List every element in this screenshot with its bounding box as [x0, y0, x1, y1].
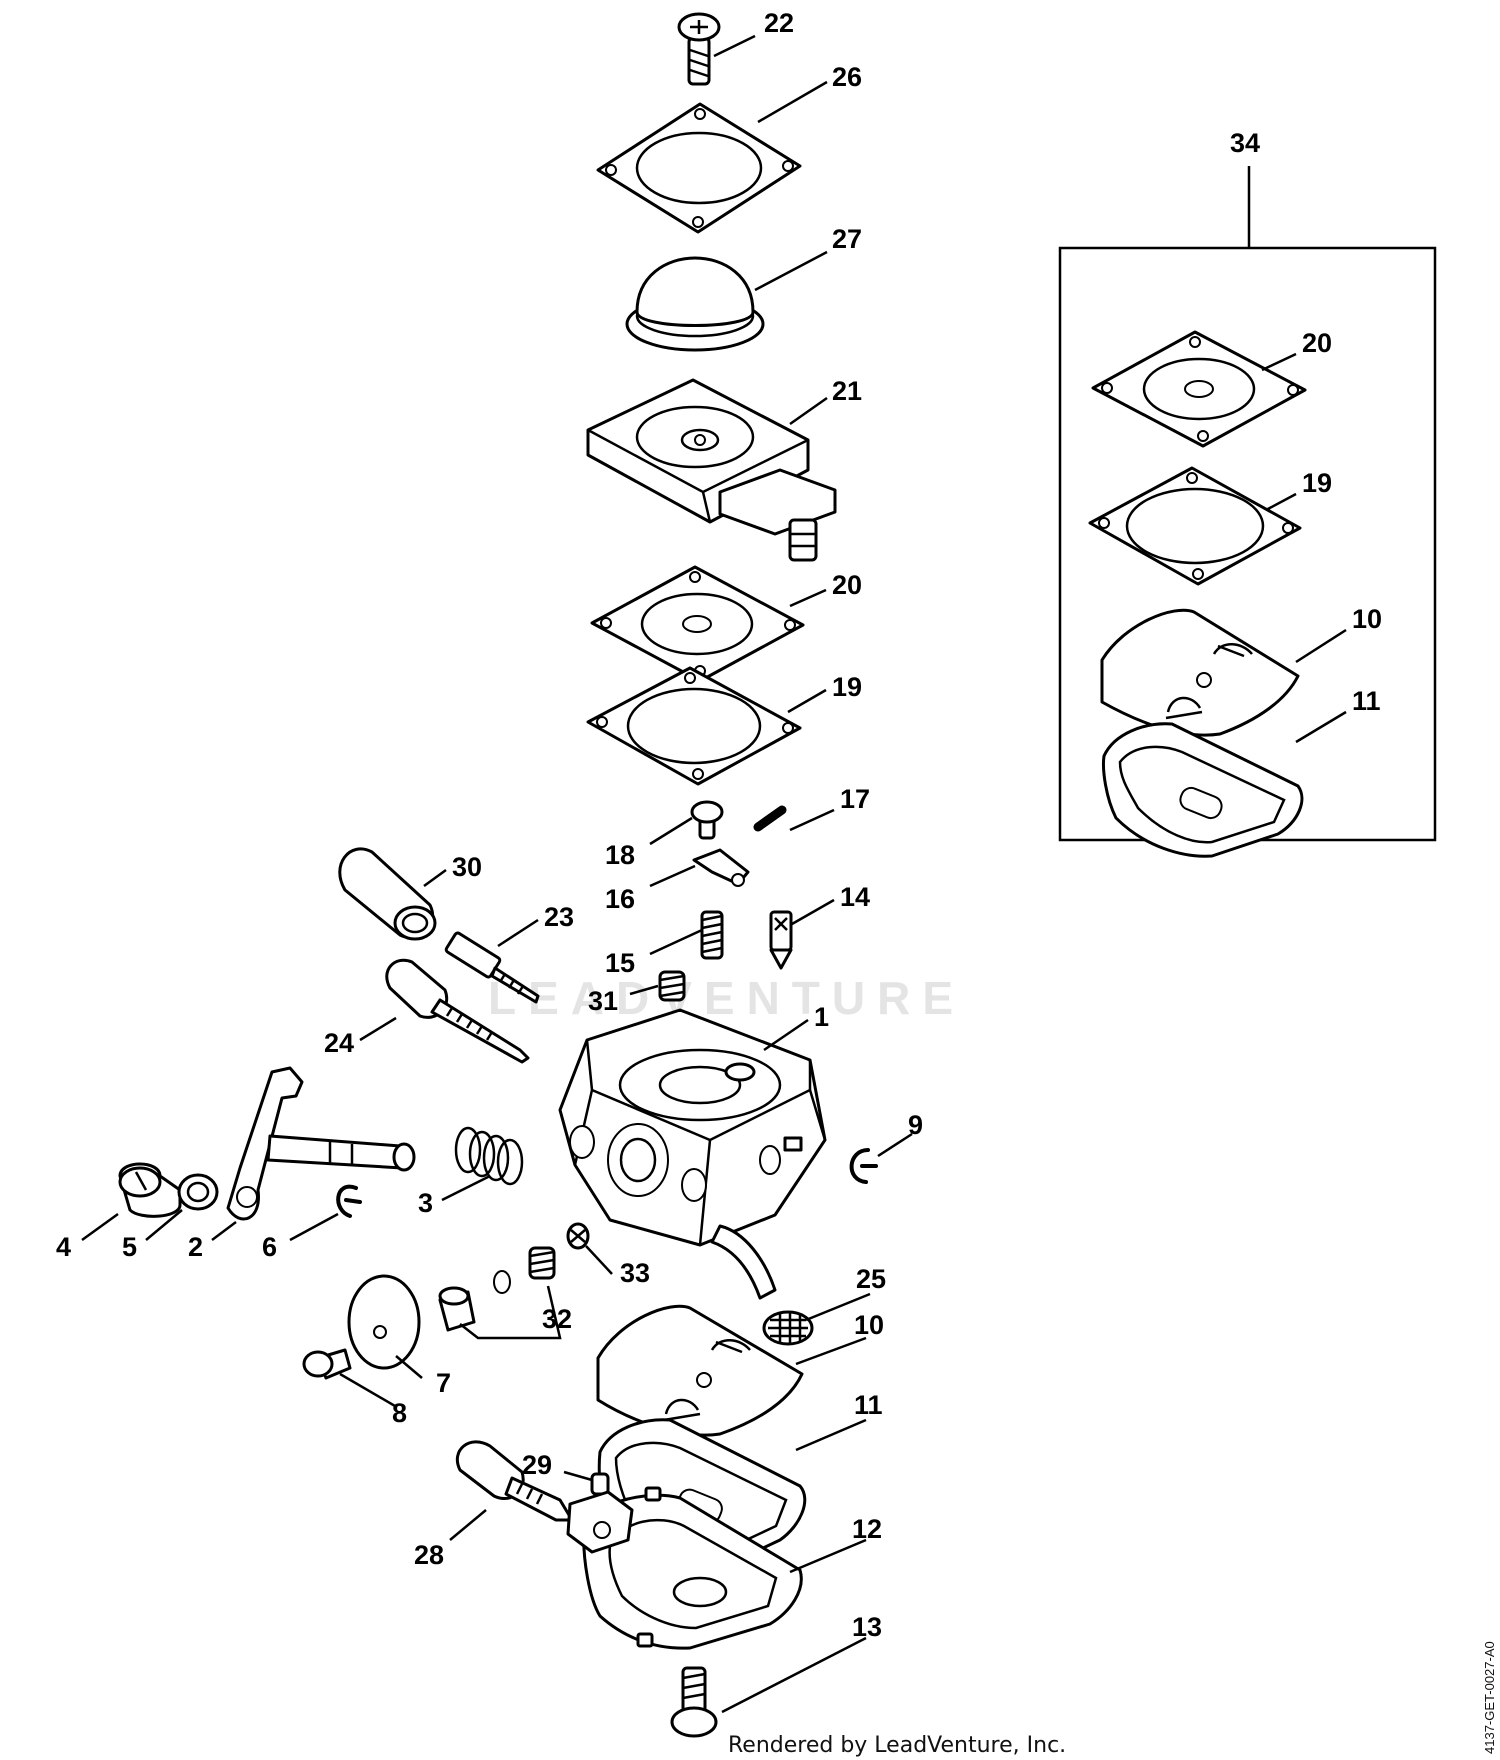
- callout-6: 6: [262, 1232, 277, 1262]
- callout-13: 13: [852, 1612, 882, 1642]
- callout-9: 9: [908, 1110, 923, 1140]
- callout-5: 5: [122, 1232, 137, 1262]
- kit-part-10-metering-diaphragm: [1100, 608, 1300, 737]
- part-18-screw: [690, 800, 724, 840]
- part-28-adjust-screw: [455, 1440, 574, 1522]
- part-6-clip: [336, 1184, 362, 1218]
- part-1-carburetor-body: [558, 1008, 827, 1300]
- callout-23: 23: [544, 902, 574, 932]
- callout-22: 22: [764, 8, 794, 38]
- callout-31: 31: [588, 986, 618, 1016]
- part-9-clip: [849, 1148, 878, 1184]
- part-24-adjust-screw: [385, 958, 530, 1064]
- callout-21: 21: [832, 376, 862, 406]
- part-31-set-screw: [658, 970, 686, 1002]
- kit-callout-11: 11: [1352, 686, 1381, 716]
- part-2-choke-lever: [226, 1066, 416, 1221]
- callout-12: 12: [852, 1514, 882, 1544]
- callout-32: 32: [542, 1304, 572, 1334]
- part-33-screen: [566, 1222, 590, 1250]
- callout-33: 33: [620, 1258, 650, 1288]
- part-20-diaphragm: [590, 565, 805, 683]
- part-13-screw: [670, 1666, 718, 1738]
- part-15-spring: [700, 910, 724, 960]
- callout-25: 25: [856, 1264, 886, 1294]
- kit-part-11-gasket: [1102, 722, 1304, 858]
- callout-7: 7: [436, 1368, 451, 1398]
- part-5-washer: [177, 1173, 219, 1211]
- kit-part-19-gasket: [1088, 466, 1302, 586]
- render-credit: Rendered by LeadVenture, Inc.: [728, 1733, 1066, 1758]
- kit-callout-10: 10: [1352, 604, 1382, 634]
- part-3-spring: [454, 1126, 524, 1186]
- document-id: 4137-GET-0027-A0: [1482, 1641, 1497, 1754]
- kit-callout-19: 19: [1302, 468, 1332, 498]
- part-25-filter-screen: [762, 1310, 814, 1346]
- part-7-plate: [347, 1274, 421, 1370]
- callout-labels: 22 26 27 21 20 19 17 18 16 14 15 31 30 2…: [56, 8, 1382, 1642]
- part-14-needle: [769, 910, 793, 970]
- callout-3: 3: [418, 1188, 433, 1218]
- callout-20: 20: [832, 570, 862, 600]
- callout-15: 15: [605, 948, 635, 978]
- part-12-metering-cover: [566, 1486, 803, 1650]
- callout-1: 1: [814, 1002, 829, 1032]
- part-21-pump-cover: [586, 378, 837, 562]
- callout-18: 18: [605, 840, 635, 870]
- callout-24: 24: [324, 1028, 354, 1058]
- part-23-adjust-screw: [444, 931, 540, 1004]
- callout-8: 8: [392, 1398, 407, 1428]
- callout-16: 16: [605, 884, 635, 914]
- leader-lines: [81, 34, 1347, 1714]
- part-22-screw: [677, 12, 721, 86]
- kit-callout-20: 20: [1302, 328, 1332, 358]
- part-19-gasket: [586, 666, 802, 786]
- part-17-pin: [753, 805, 787, 832]
- callout-2: 2: [188, 1232, 203, 1262]
- callout-17: 17: [840, 784, 870, 814]
- part-27-primer-bulb: [625, 256, 765, 352]
- callout-28: 28: [414, 1540, 444, 1570]
- callout-34: 34: [1230, 128, 1260, 158]
- callout-11: 11: [854, 1390, 883, 1420]
- kit-part-20-diaphragm: [1091, 330, 1307, 448]
- part-32-valve-set: [438, 1246, 562, 1340]
- callout-10: 10: [854, 1310, 884, 1340]
- callout-4: 4: [56, 1232, 71, 1262]
- part-26-gasket: [596, 102, 802, 234]
- part-29-pin: [590, 1472, 610, 1496]
- callout-19: 19: [832, 672, 862, 702]
- part-30-cap: [338, 847, 437, 941]
- watermark: LEADVENTURE: [488, 972, 965, 1024]
- callout-14: 14: [840, 882, 870, 912]
- part-16-lever: [692, 848, 750, 887]
- part-8-screw: [302, 1348, 352, 1380]
- callout-26: 26: [832, 62, 862, 92]
- callout-30: 30: [452, 852, 482, 882]
- callout-27: 27: [832, 224, 862, 254]
- callout-29: 29: [522, 1450, 552, 1480]
- part-4-bushing: [118, 1162, 182, 1218]
